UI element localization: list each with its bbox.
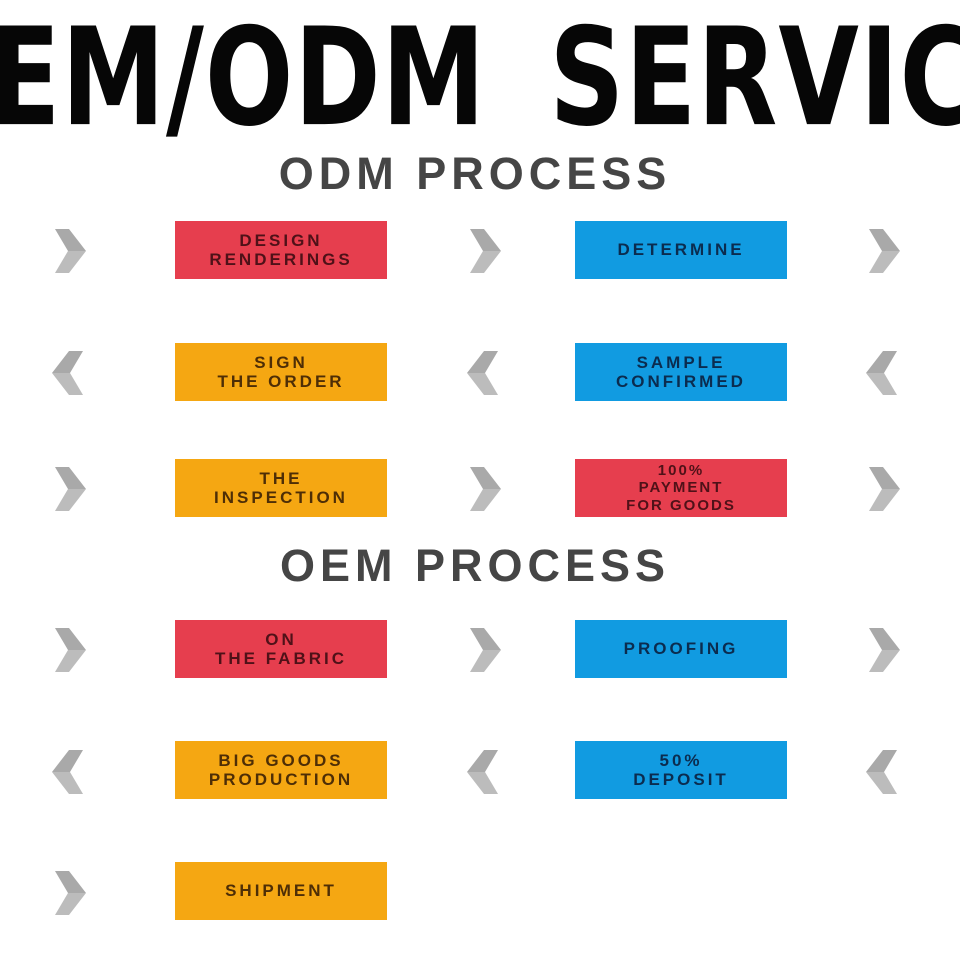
box-on-the-fabric: ON THE FABRIC bbox=[175, 620, 387, 678]
box-label: SIGN THE ORDER bbox=[217, 352, 345, 391]
box-the-inspection: THE INSPECTION bbox=[175, 459, 387, 517]
box-label: BIG GOODS PRODUCTION bbox=[208, 750, 354, 789]
chevron-right-icon bbox=[52, 467, 86, 511]
box-sample-confirmed: SAMPLE CONFIRMED bbox=[575, 343, 787, 401]
chevron-left-icon bbox=[467, 750, 501, 794]
box-label: PROOFING bbox=[623, 639, 739, 659]
chevron-right-icon bbox=[52, 229, 86, 273]
box-label: 100% PAYMENT FOR GOODS bbox=[626, 462, 736, 514]
box-label: DETERMINE bbox=[617, 240, 745, 260]
box-100-payment-for-goods: 100% PAYMENT FOR GOODS bbox=[575, 459, 787, 517]
box-sign-the-order: SIGN THE ORDER bbox=[175, 343, 387, 401]
chevron-left-icon bbox=[52, 351, 86, 395]
box-label: DESIGN RENDERINGS bbox=[209, 230, 353, 269]
page-title: OEM/ODM SERVICE bbox=[0, 0, 960, 157]
box-proofing: PROOFING bbox=[575, 620, 787, 678]
box-shipment: SHIPMENT bbox=[175, 862, 387, 920]
chevron-left-icon bbox=[52, 750, 86, 794]
chevron-left-icon bbox=[866, 351, 900, 395]
box-determine: DETERMINE bbox=[575, 221, 787, 279]
section-heading-oem: OEM PROCESS bbox=[279, 540, 671, 591]
box-50-deposit: 50% DEPOSIT bbox=[575, 741, 787, 799]
chevron-right-icon bbox=[52, 871, 86, 915]
chevron-right-icon bbox=[866, 628, 900, 672]
box-label: SAMPLE CONFIRMED bbox=[616, 352, 746, 391]
box-big-goods-production: BIG GOODS PRODUCTION bbox=[175, 741, 387, 799]
chevron-right-icon bbox=[467, 229, 501, 273]
chevron-left-icon bbox=[866, 750, 900, 794]
chevron-right-icon bbox=[52, 628, 86, 672]
box-design-renderings: DESIGN RENDERINGS bbox=[175, 221, 387, 279]
section-heading-odm: ODM PROCESS bbox=[278, 148, 672, 199]
chevron-right-icon bbox=[467, 467, 501, 511]
box-label: SHIPMENT bbox=[225, 881, 337, 901]
box-label: ON THE FABRIC bbox=[215, 629, 347, 668]
chevron-left-icon bbox=[467, 351, 501, 395]
box-label: THE INSPECTION bbox=[214, 468, 348, 507]
chevron-right-icon bbox=[866, 467, 900, 511]
chevron-right-icon bbox=[866, 229, 900, 273]
box-label: 50% DEPOSIT bbox=[633, 750, 729, 789]
chevron-right-icon bbox=[467, 628, 501, 672]
